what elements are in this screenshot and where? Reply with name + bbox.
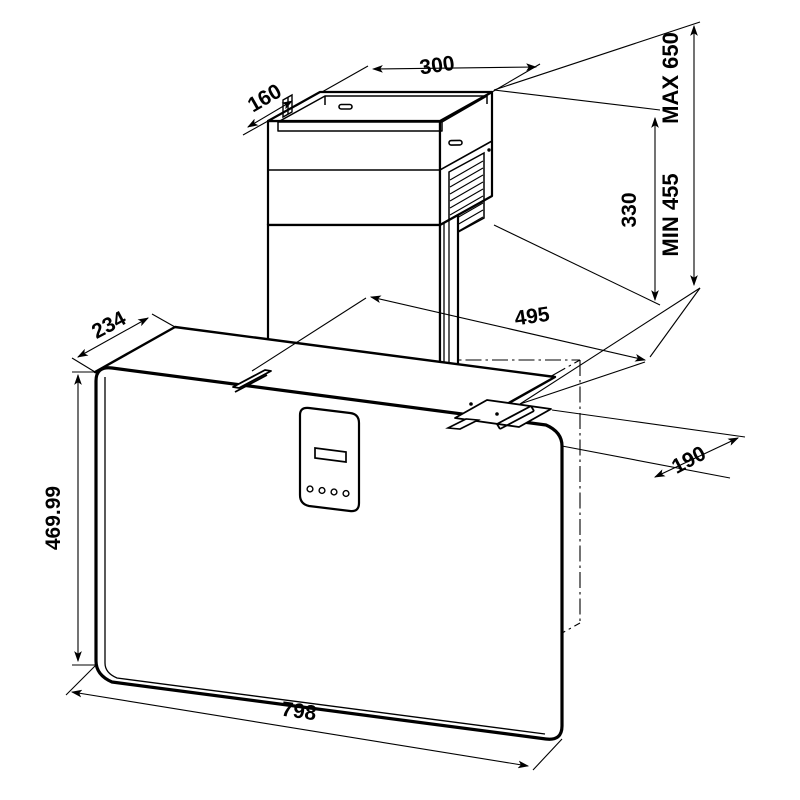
dimension-chimney-depth: [242, 91, 321, 136]
bracket-tab: [445, 418, 481, 430]
dimension-chimney-width: [321, 63, 541, 93]
dimension-bracket-offset: [551, 409, 746, 479]
motor-box-seam: [268, 140, 493, 171]
dimension-hood-width: [65, 664, 563, 771]
bracket-hole-dot: [469, 402, 473, 406]
control-button-2[interactable]: [318, 486, 326, 495]
dimension-chimney-height: [493, 89, 661, 306]
dimension-label-330: 330: [618, 192, 641, 227]
control-button-4[interactable]: [342, 489, 350, 498]
left-mounting-tab: [232, 369, 272, 393]
vent-grille-icon: [448, 151, 485, 239]
control-button-1[interactable]: [306, 485, 314, 493]
glass-panel: [94, 366, 564, 741]
dimension-label-max-650: MAX 650: [658, 32, 683, 124]
dimension-label-798: 798: [280, 698, 318, 726]
glass-panel-edge: [104, 377, 546, 735]
control-panel-display: [314, 447, 347, 463]
top-slot-vent-icon: [338, 103, 463, 146]
dimension-hood-height: [72, 371, 96, 666]
control-panel-buttons[interactable]: [306, 485, 350, 498]
mounting-bracket-detail: [496, 405, 535, 430]
dimension-wall-to-front: [251, 287, 701, 405]
dimension-label-469-99: 469.99: [42, 486, 65, 550]
dimension-hood-depth: [71, 313, 176, 373]
dimension-label-min-455: MIN 455: [658, 173, 683, 256]
dimension-label-495: 495: [513, 303, 551, 331]
control-button-3[interactable]: [330, 488, 338, 496]
fastener-dot: [487, 148, 491, 152]
bracket-hole-dot: [495, 412, 499, 416]
dimension-label-300: 300: [418, 52, 456, 80]
